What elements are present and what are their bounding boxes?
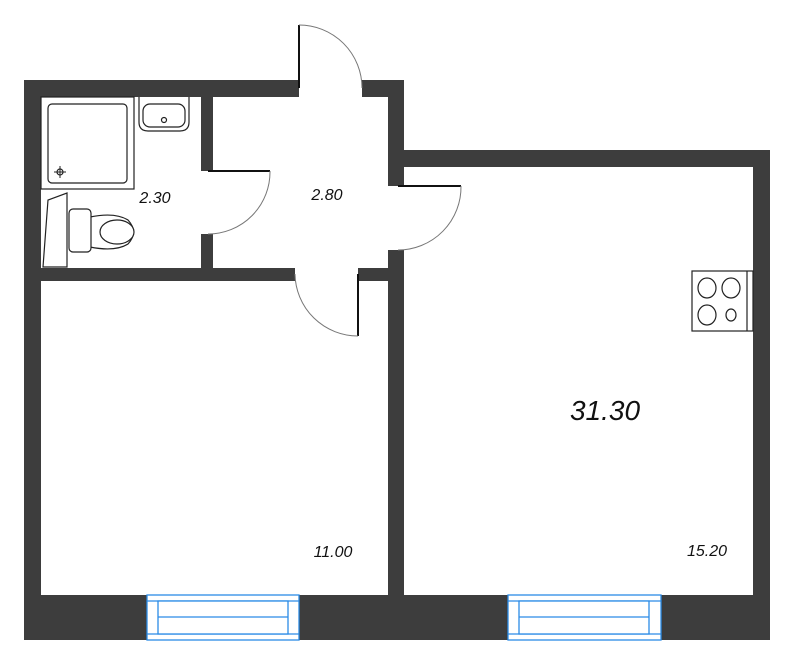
bathroom-area: 2.30 — [138, 190, 170, 207]
wall-top-bath — [24, 80, 299, 97]
wall-bath-partition-upper — [201, 97, 213, 171]
bathroom-fixtures — [40, 96, 190, 268]
sink-basin — [142, 103, 186, 128]
wall-top-kitchen — [388, 150, 770, 167]
wall-hall-right-upper — [388, 80, 404, 186]
wall-bath-partition-lower — [201, 234, 213, 270]
wall-bottom-1 — [24, 595, 147, 640]
wall-partition-room-kitchen — [388, 250, 404, 595]
wall-bottom-2 — [299, 595, 508, 640]
sink-drain-icon — [160, 116, 168, 124]
entrance-door[interactable] — [298, 24, 363, 89]
shower-icon — [47, 103, 128, 184]
kitchen-door[interactable] — [397, 185, 462, 251]
wall-right — [753, 150, 770, 640]
kitchen-area: 15.20 — [687, 543, 727, 560]
hallway-area: 2.80 — [310, 187, 342, 204]
drain-icon — [54, 166, 66, 178]
window-kitchen — [507, 594, 662, 641]
wall-bath-bottom — [41, 268, 295, 281]
walls — [24, 80, 770, 640]
wall-hall-bottom — [358, 268, 388, 281]
wall-left — [24, 80, 41, 640]
stove-icon — [691, 270, 754, 332]
bathroom-door[interactable] — [207, 170, 271, 235]
total-area: 31.30 — [570, 395, 640, 426]
cabinet-icon — [42, 192, 68, 268]
toilet-icon — [68, 208, 135, 253]
room-door[interactable] — [294, 273, 359, 337]
window-room — [146, 594, 300, 641]
room-area: 11.00 — [314, 544, 353, 561]
wall-bottom-3 — [661, 595, 770, 640]
